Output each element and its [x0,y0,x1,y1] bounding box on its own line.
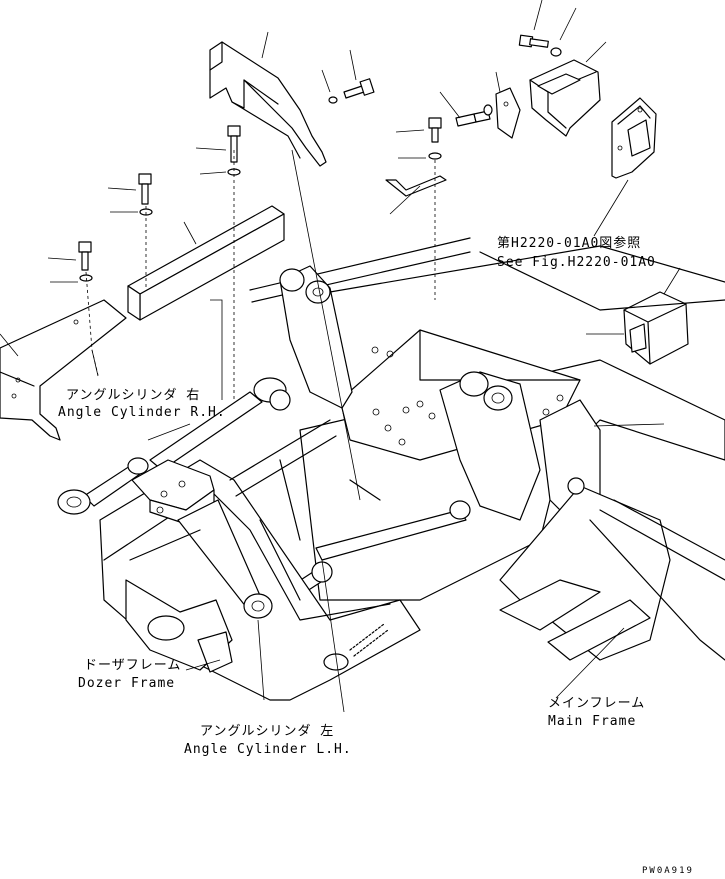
lh-cylinder-mount [243,593,273,619]
angle-cylinder-lh-label-en: Angle Cylinder L.H. [184,742,352,757]
main-frame-step [499,399,725,661]
bolt-left-3 [78,241,92,271]
upper-bracket-cover [209,41,327,167]
frame-detail-lines [129,419,381,601]
drawing-code: PW0A919 [642,866,694,876]
bolt-top-center [343,78,375,99]
main-frame-label-en: Main Frame [548,714,637,729]
see-fig-label-jp: 第H2220-01A0図参照 [497,236,642,251]
main-frame-label-jp: メインフレーム [548,696,646,711]
washer-mid-right [483,104,493,116]
left-side-cover [0,299,127,441]
right-arm-tower [439,371,541,521]
washer-left-3 [79,274,93,282]
left-arm-tower [253,265,353,411]
dozer-frame-label-en: Dozer Frame [78,676,176,691]
right-bracket-box [623,291,689,365]
angle-cylinder-rh-label-jp: アングルシリンダ 右 [66,388,201,403]
washer-top-center [328,96,338,104]
square-tube [127,205,285,321]
washer-top-right [550,47,562,57]
leader-lines [0,0,681,713]
angle-cylinder-lh-label-jp: アングルシリンダ 左 [200,724,335,739]
frame-rails-upper [249,237,725,311]
dozer-frame-label-jp: ドーザフレーム [84,658,182,673]
bolt-top-right [518,34,549,48]
cover-plate-see-fig [611,97,657,179]
washer-right-stack [428,152,442,160]
angle-cylinder-rh-label-en: Angle Cylinder R.H. [58,405,226,420]
dozer-pivot-plate [131,459,263,613]
bolt-right-stack [428,117,442,143]
angle-cylinder-rh [57,391,263,515]
clip-bracket [385,175,447,197]
bolt-left-2 [138,173,152,205]
bracket-assembly [495,59,601,139]
see-fig-label-en: See Fig.H2220-01A0 [497,255,656,270]
